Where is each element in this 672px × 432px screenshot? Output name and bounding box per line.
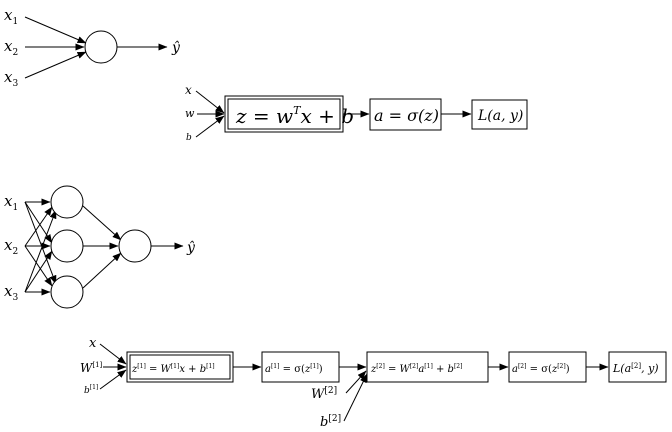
box-loss	[471, 99, 528, 130]
two-layer-graph: x W[1] b[1] z[1] = W[1]x + b[1] a[1] = σ…	[80, 336, 667, 430]
edge-x-box1	[195, 90, 225, 114]
edge-x1-h3	[24, 201, 57, 285]
graph2-input-x: x	[89, 336, 97, 351]
neuron-node	[84, 30, 118, 64]
nn-input-x1-label: x1	[4, 192, 18, 213]
graph2-input-W2: W[2]	[311, 386, 337, 402]
formula-loss: L(a, y)	[477, 108, 523, 124]
edge-x3-h2	[24, 250, 53, 293]
output-yhat-label: ŷ	[171, 39, 181, 56]
input-x1-label: x1	[4, 6, 18, 27]
input-hidden-edges	[24, 198, 57, 296]
box-linear-z	[224, 95, 344, 133]
nn-output-yhat-label: ŷ	[186, 239, 196, 256]
box-loss2	[608, 351, 667, 383]
hidden-node-1	[50, 185, 84, 219]
output-node	[118, 229, 152, 263]
edge-b1-z1	[99, 369, 127, 390]
edge-x2-h1	[24, 206, 53, 247]
hidden-node-3	[50, 275, 84, 309]
box-z1	[126, 351, 234, 383]
graph2-input-b1: b[1]	[84, 384, 98, 396]
edge-b2-z2	[343, 373, 368, 422]
graph-input-w: w	[185, 107, 195, 120]
graph2-input-W1: W[1]	[80, 361, 103, 375]
graph2-input-b2: b[2]	[320, 414, 341, 430]
edge-x1-neuron	[24, 16, 87, 44]
formula-loss2: L(a[2], y)	[612, 362, 659, 375]
formula-z2: z[2] = W[2]a[1] + b[2]	[370, 363, 462, 375]
graph-input-x: x	[185, 83, 192, 97]
formula-a2: a[2] = σ(z[2])	[512, 363, 570, 375]
logistic-network: x1 x2 x3 ŷ	[4, 6, 181, 89]
box-z2	[366, 351, 489, 383]
formula-z1: z[1] = W[1]x + b[1]	[131, 363, 215, 375]
nn-input-x2-label: x2	[4, 236, 18, 257]
edge-h1-out	[82, 205, 122, 241]
edge-x1-h2	[24, 201, 53, 244]
box-a2	[508, 351, 587, 383]
formula-z: z = wTx + b	[235, 104, 354, 128]
graph-input-b: b	[186, 133, 192, 143]
input-x3-label: x3	[4, 68, 18, 89]
edge-x2-h3	[24, 245, 53, 287]
two-layer-network: x1 x2 x3 ŷ	[4, 185, 196, 309]
edge-x-z1	[99, 343, 127, 365]
edge-b-box1	[195, 115, 225, 138]
edge-x3-neuron	[24, 51, 87, 79]
formula-a1: a[1] = σ(z[1])	[265, 363, 323, 375]
input-x2-label: x2	[4, 37, 18, 58]
hidden-node-2	[50, 229, 84, 263]
formula-a: a = σ(z)	[374, 106, 439, 125]
nn-input-x3-label: x3	[4, 282, 18, 303]
logistic-graph: x w b z = wTx + b a = σ(z) L(a, y)	[185, 83, 528, 143]
edge-x3-h1	[24, 209, 57, 293]
box-a1	[261, 351, 340, 383]
edge-h3-out	[82, 252, 122, 289]
